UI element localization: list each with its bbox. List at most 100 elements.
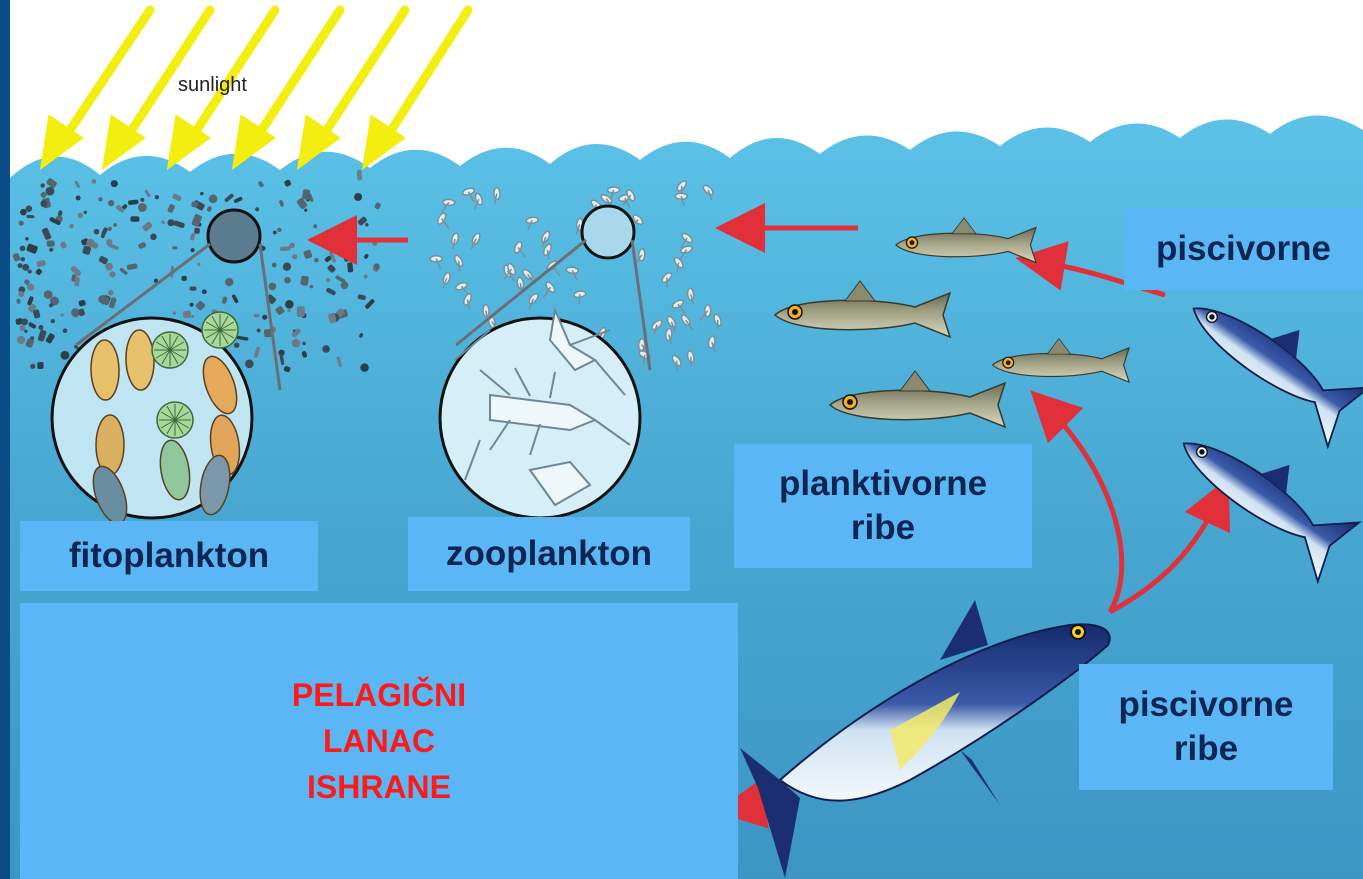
phyto-cell	[24, 330, 27, 333]
phyto-cell	[322, 345, 330, 353]
label-piscivorne-ribe: piscivorne ribe	[1079, 664, 1333, 790]
label-fitoplankton: fitoplankton	[20, 521, 318, 591]
phyto-cell	[292, 254, 297, 259]
phyto-cell	[150, 233, 157, 240]
arrow-stub	[740, 805, 758, 808]
phyto-cell	[326, 278, 330, 282]
phyto-cell	[92, 179, 97, 184]
phyto-cell	[28, 269, 32, 273]
radial-diatom	[157, 402, 193, 438]
diagram-title: PELAGIČNI LANAC ISHRANE	[292, 672, 466, 810]
radial-diatom	[152, 332, 188, 368]
phyto-cell	[44, 290, 53, 299]
phyto-cell	[257, 329, 261, 333]
phyto-cell	[354, 193, 362, 201]
label-planktivorne-ribe: planktivorne ribe	[734, 444, 1032, 568]
phyto-cell	[51, 319, 55, 323]
phyto-cell	[37, 362, 43, 369]
phyto-cell	[25, 237, 28, 240]
phyto-cell	[373, 263, 380, 270]
title-line-1: PELAGIČNI	[292, 672, 466, 718]
phyto-cell	[289, 243, 294, 248]
title-line-2: LANAC	[292, 718, 466, 764]
label-zooplankton-text: zooplankton	[446, 534, 652, 574]
phyto-cell	[302, 342, 306, 346]
phyto-cell	[26, 205, 33, 212]
phyto-cell	[347, 262, 353, 272]
phyto-cell	[254, 314, 260, 318]
phyto-cell	[300, 275, 309, 286]
phyto-cell	[190, 303, 194, 307]
phyto-cell	[209, 195, 218, 204]
phyto-cell	[105, 263, 113, 271]
phyto-cell	[191, 315, 194, 318]
phyto-cell	[287, 309, 290, 312]
phyto-cell	[74, 277, 79, 287]
phyto-cell	[234, 342, 239, 347]
phyto-cell	[167, 219, 174, 226]
phyto-cell	[138, 203, 147, 212]
phyto-cell	[106, 239, 112, 245]
phyto-cell	[183, 310, 191, 318]
phyto-cell	[189, 286, 196, 290]
phyto-cell	[313, 224, 317, 228]
phyto-cell	[40, 183, 45, 188]
label-piscivorne-bottom-line1: piscivorne	[1118, 683, 1293, 727]
phyto-cell	[365, 223, 368, 226]
phyto-cell	[21, 257, 25, 261]
phyto-cell	[46, 187, 55, 196]
phyto-cell	[225, 278, 233, 286]
phyto-cell	[302, 189, 310, 200]
phyto-cell	[130, 216, 139, 222]
phyto-cell	[21, 318, 28, 325]
phyto-cell	[84, 211, 87, 214]
phyto-cell	[22, 264, 29, 271]
phyto-cell	[173, 311, 177, 315]
phyto-cell	[304, 209, 307, 212]
phyto-cell	[140, 198, 144, 202]
phyto-cell	[108, 290, 114, 296]
phyto-cell	[292, 339, 301, 348]
phyto-cell	[69, 224, 74, 229]
phyto-cell	[202, 289, 207, 294]
phyto-cell	[269, 283, 277, 291]
label-piscivorne-top: piscivorne	[1124, 208, 1363, 290]
phyto-cell	[111, 180, 118, 187]
phyto-cell	[191, 248, 195, 252]
phyto-cell	[341, 282, 349, 290]
phyto-cell	[285, 300, 294, 309]
phyto-cell	[94, 229, 100, 235]
diagram-canvas: sunlight fitoplankton zooplankton plankt…	[10, 0, 1363, 879]
phyto-cell	[310, 285, 314, 289]
phyto-cell	[314, 258, 319, 263]
radial-diatom	[202, 312, 238, 348]
phyto-cell	[364, 275, 368, 279]
phyto-cell	[78, 213, 83, 218]
phyto-cell	[280, 246, 291, 251]
phyto-cell	[86, 239, 94, 247]
label-piscivorne-top-text: piscivorne	[1156, 229, 1331, 269]
phyto-cell	[194, 228, 200, 234]
sunlight-label: sunlight	[178, 74, 247, 97]
phyto-cell	[108, 200, 114, 206]
phyto-cell	[284, 277, 291, 284]
phyto-cell	[47, 240, 55, 246]
label-zooplankton: zooplankton	[408, 517, 690, 591]
phyto-cell	[19, 221, 24, 226]
phyto-cell	[60, 351, 69, 360]
phyto-cell	[262, 315, 267, 320]
phyto-cell	[273, 231, 277, 235]
phyto-cell	[61, 313, 64, 316]
phyto-cell	[71, 308, 79, 316]
phyto-cell	[98, 197, 102, 201]
phyto-cell	[360, 363, 368, 371]
phyto-cell	[113, 223, 117, 227]
phyto-cell	[20, 209, 27, 216]
phyto-cell	[18, 263, 23, 268]
label-piscivorne-bottom-line2: ribe	[1174, 727, 1238, 771]
phyto-cell	[255, 207, 259, 211]
phyto-cell	[191, 201, 198, 207]
phyto-cell	[30, 364, 35, 369]
diatom	[90, 340, 119, 401]
title-line-3: ISHRANE	[292, 764, 466, 810]
